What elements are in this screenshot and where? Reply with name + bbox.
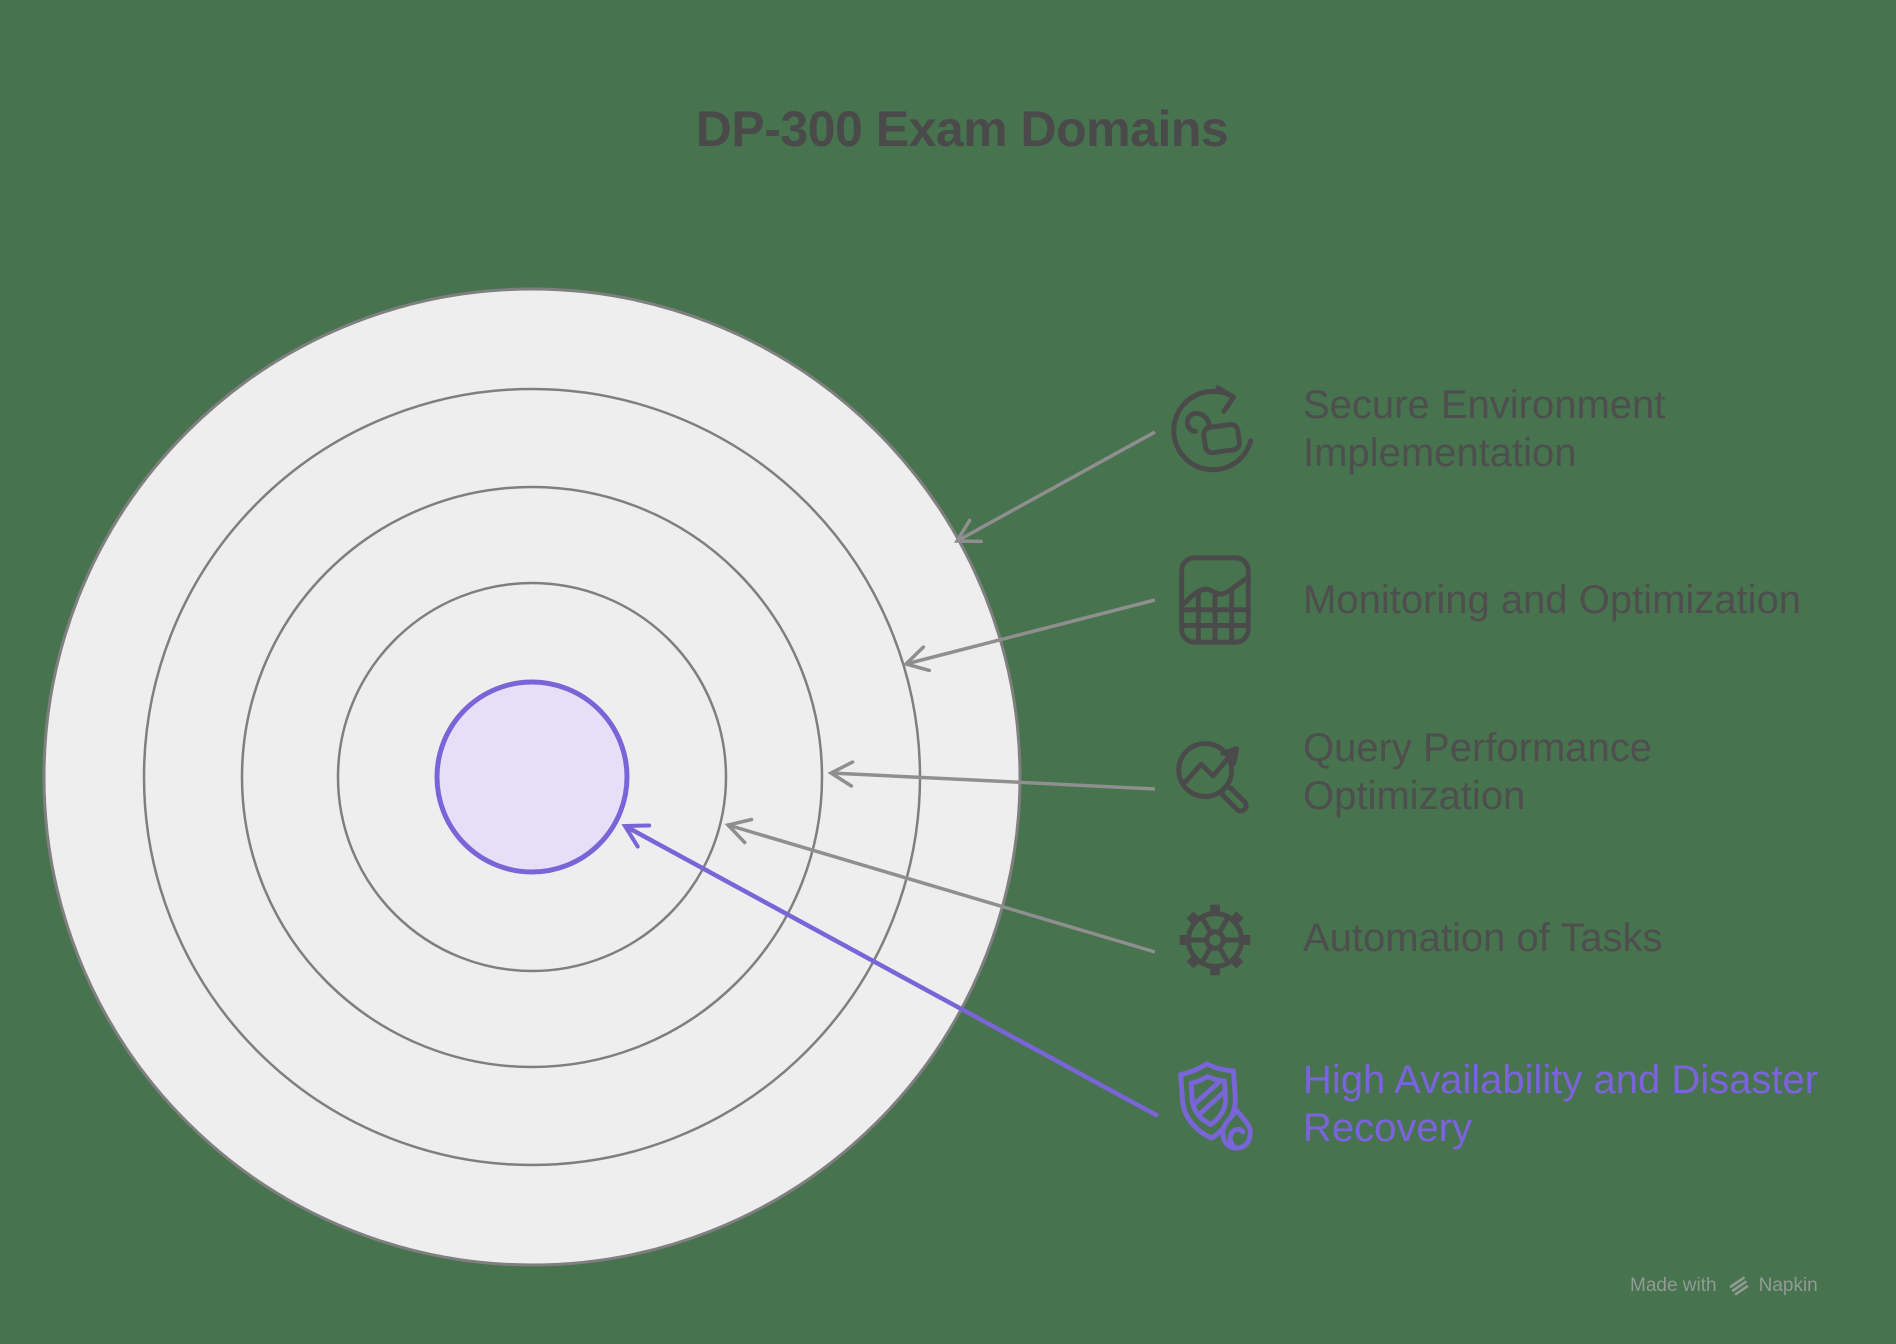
arrow-high-availability	[621, 823, 1160, 1118]
bullseye-ring-3	[240, 485, 824, 1069]
chart-grid-icon	[1179, 555, 1251, 645]
domain-item-automation: Automation of Tasks	[1166, 889, 1662, 987]
domain-item-monitoring: Monitoring and Optimization	[1166, 551, 1801, 649]
arrow-query-performance	[827, 760, 1156, 791]
watermark-prefix: Made with	[1630, 1275, 1717, 1296]
watermark-brand: Napkin	[1758, 1275, 1818, 1296]
domain-item-query-performance: Query Performance Optimization	[1166, 723, 1848, 821]
domain-item-high-availability: High Availability and Disaster Recovery	[1166, 1055, 1848, 1153]
domain-label: Secure Environment Implementation	[1303, 383, 1666, 475]
magnifier-trend-icon	[1176, 741, 1249, 814]
domain-label: Automation of Tasks	[1303, 916, 1663, 960]
page-title: DP-300 Exam Domains	[695, 101, 1229, 157]
watermark: Made with Napkin	[1630, 1274, 1818, 1298]
domain-item-secure-environment: Secure Environment Implementation	[1166, 380, 1848, 478]
arrow-monitoring	[902, 598, 1156, 673]
arrow-secure-environment	[953, 430, 1156, 544]
gear-icon	[1179, 904, 1251, 976]
domain-label: High Availability and Disaster Recovery	[1303, 1058, 1819, 1150]
bullseye-ring-2	[336, 581, 728, 973]
napkin-logo-icon	[1729, 1276, 1748, 1296]
domain-label: Query Performance Optimization	[1303, 726, 1653, 818]
arrow-automation	[724, 817, 1156, 954]
refresh-unlock-icon	[1171, 385, 1254, 473]
bullseye-center-circle	[434, 679, 630, 875]
shield-flame-icon	[1178, 1061, 1253, 1151]
domain-label: Monitoring and Optimization	[1303, 578, 1802, 622]
